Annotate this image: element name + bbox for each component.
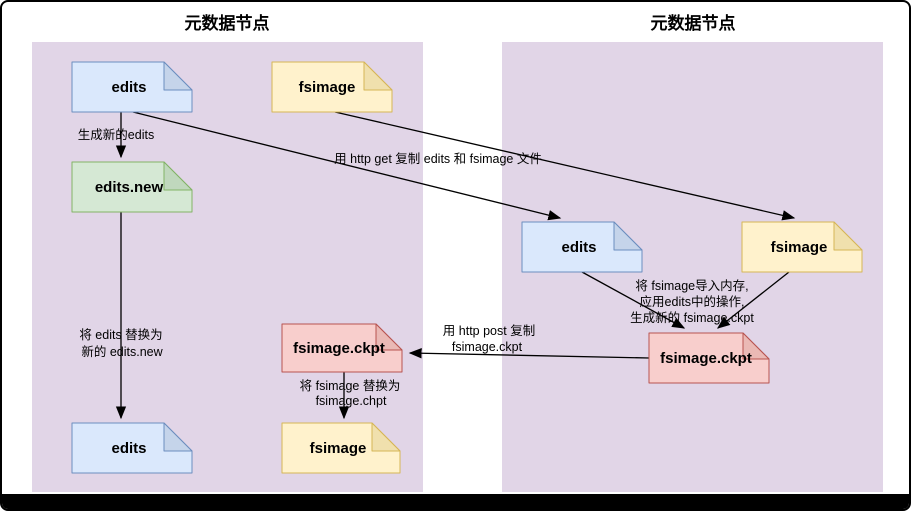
edge-label-line: fsimage.ckpt [452,340,523,354]
edge-label-import-fsimage: 将 fsimage导入内存, 应用edits中的操作, 生成新的 fsimage… [630,279,754,325]
node-edits-bottom: edits [71,422,193,474]
edge-label-replace-edits: 将 edits 替换为 新的 edits.new [79,328,163,359]
edge-label-line: 应用edits中的操作, [640,294,745,309]
right-panel-title: 元数据节点 [651,13,736,33]
edge-label-line: 新的 edits.new [81,344,163,359]
node-fsimage-ckpt-right: fsimage.ckpt [648,332,770,384]
file-shape [521,221,643,273]
node-label: edits [111,440,146,457]
folded-corner-icon [742,332,770,360]
edge-label-line: fsimage.chpt [316,394,387,408]
arrow-http-get-edits [132,111,562,221]
left-panel-title: 元数据节点 [185,13,270,33]
diagram-canvas: 元数据节点 元数据节点 edits fsimage edits.new [32,13,883,492]
folded-corner-icon [163,422,193,452]
node-label: fsimage.ckpt [293,340,385,357]
node-fsimage-bottom: fsimage [281,422,401,474]
node-fsimage-right: fsimage [741,221,863,273]
arrow-fsimage-to-ckpt [716,271,790,329]
node-fsimage-top: fsimage [271,61,393,113]
edge-label-line: 将 edits 替换为 [79,328,162,342]
folded-corner-icon [163,161,193,191]
node-edits-new: edits.new [71,161,193,213]
node-edits-top: edits [71,61,193,113]
file-shape [281,323,403,373]
edge-label-replace-fsimage: 将 fsimage 替换为 fsimage.chpt [300,379,401,408]
bottom-border-bar [2,494,909,509]
file-shape [71,61,193,113]
arrow-edits-to-ckpt [581,271,686,329]
arrow-http-get-fsimage [334,111,796,221]
edge-label-line: 用 http post 复制 [443,324,535,338]
node-label: edits.new [95,179,164,196]
edge-label-line: 将 fsimage 替换为 [300,379,401,393]
node-label: fsimage [771,239,828,256]
arrow-http-post-ckpt [408,348,650,359]
folded-corner-icon [363,61,393,91]
folded-corner-icon [613,221,643,251]
node-label: fsimage [310,440,367,457]
file-shape [71,422,193,474]
node-label: fsimage [299,79,356,96]
folded-corner-icon [371,422,401,452]
node-label: edits [111,79,146,96]
node-label: fsimage.ckpt [660,350,752,367]
node-fsimage-ckpt-mid: fsimage.ckpt [281,323,403,373]
file-shape [648,332,770,384]
edge-label-line: 生成新的 fsimage.ckpt [630,310,754,325]
file-shape [281,422,401,474]
folded-corner-icon [375,323,403,351]
folded-corner-icon [163,61,193,91]
file-shape [741,221,863,273]
node-edits-right: edits [521,221,643,273]
file-shape [271,61,393,113]
edge-label-http-get-copy: 用 http get 复制 edits 和 fsimage 文件 [334,151,542,166]
node-label: edits [561,239,596,256]
edge-label-line: 将 fsimage导入内存, [635,279,748,293]
folded-corner-icon [833,221,863,251]
file-shape [71,161,193,213]
edge-label-http-post-copy: 用 http post 复制 fsimage.ckpt [443,324,535,354]
edge-label-generate-new-edits: 生成新的edits [78,127,154,142]
